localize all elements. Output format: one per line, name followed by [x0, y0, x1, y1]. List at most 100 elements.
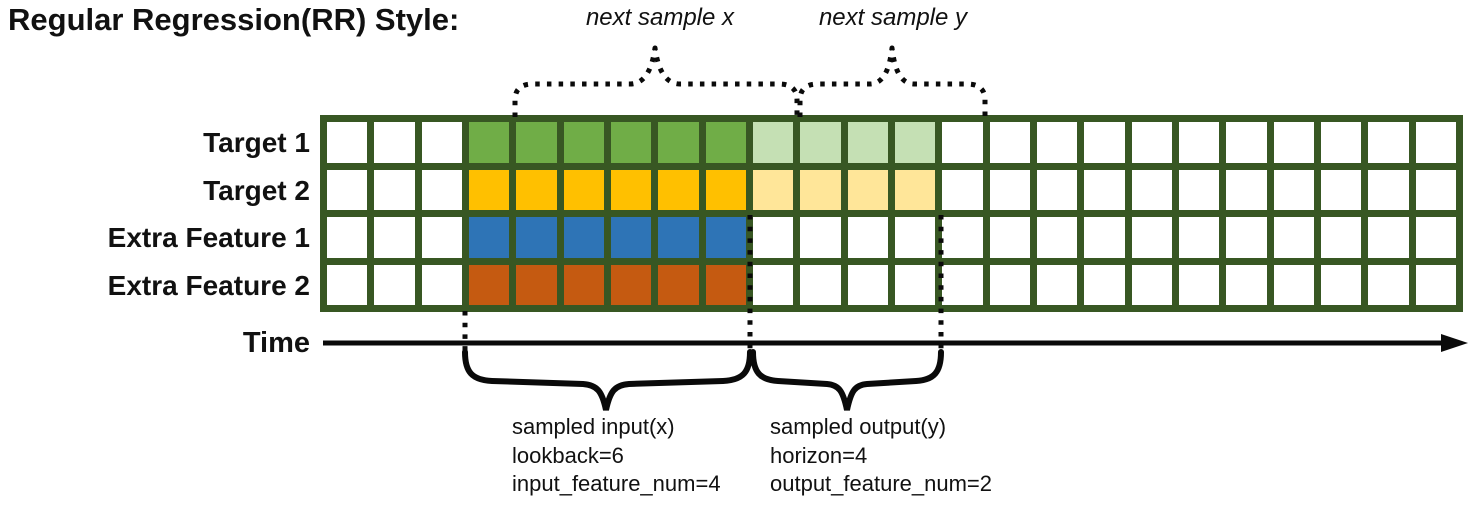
grid-cell — [800, 264, 841, 305]
grid-cell — [563, 264, 604, 305]
grid-cell — [942, 122, 983, 163]
row-label: Target 1 — [203, 127, 310, 158]
grid-cell — [894, 122, 936, 163]
grid-cell — [847, 122, 888, 163]
grid-cell — [1415, 264, 1456, 305]
grid-cell — [752, 264, 794, 305]
grid-cell — [374, 217, 415, 258]
row-label: Extra Feature 1 — [107, 222, 310, 253]
grid-cell — [705, 169, 746, 210]
grid-cell — [1131, 169, 1172, 210]
grid-cell — [563, 169, 604, 210]
grid-cell — [468, 169, 510, 210]
grid-cell — [610, 122, 652, 163]
sampled-output-line: sampled output(y) — [770, 414, 947, 439]
grid-cell — [752, 217, 794, 258]
grid-cell — [1084, 264, 1125, 305]
grid-cell — [1178, 122, 1220, 163]
grid-cell — [1368, 169, 1409, 210]
grid-cell — [658, 169, 699, 210]
grid-cell — [327, 264, 368, 305]
grid-cell — [1084, 169, 1125, 210]
row-label: Target 2 — [203, 174, 310, 206]
grid-cell — [1226, 217, 1267, 258]
grid-cell — [658, 264, 699, 305]
grid-cell — [1273, 264, 1314, 305]
sample-grid — [320, 115, 1463, 312]
sampled-output-annotation: sampled output(y) horizon=4 output_featu… — [770, 413, 992, 499]
grid-cell — [942, 169, 983, 210]
row-labels: Target 1 Target 2 Extra Feature 1 Extra Fea… — [0, 122, 310, 305]
grid-cell — [894, 264, 936, 305]
grid-cell — [516, 169, 557, 210]
grid-cell — [752, 169, 794, 210]
grid-cell — [942, 264, 983, 305]
brace-sampled-input-icon — [462, 349, 753, 411]
grid-cell — [752, 122, 794, 163]
output-feature-num-line: output_feature_num=2 — [770, 471, 993, 496]
grid-cell — [1273, 122, 1314, 163]
dotted-brace-next-x-icon — [512, 45, 800, 117]
grid-cell — [800, 169, 841, 210]
grid-cell — [327, 122, 368, 163]
grid-cell — [1273, 217, 1314, 258]
sampled-input-line: sampled input(x) — [512, 414, 675, 439]
label-next-sample-y: next sample y — [818, 4, 968, 31]
page-title: Regular Regression(RR) Style: — [8, 2, 460, 37]
grid-cell — [705, 264, 746, 305]
grid-cell — [1131, 122, 1172, 163]
grid-cell — [1226, 169, 1267, 210]
grid-cell — [1226, 122, 1267, 163]
grid-cell — [563, 217, 604, 258]
grid-cell — [468, 122, 510, 163]
grid-cell — [705, 122, 746, 163]
grid-cell — [421, 122, 462, 163]
grid-cell — [989, 264, 1030, 305]
grid-cell — [468, 264, 510, 305]
grid-cell — [610, 169, 652, 210]
grid-cell — [989, 169, 1030, 210]
grid-cell — [327, 169, 368, 210]
input-feature-num-line: input_feature_num=4 — [512, 471, 721, 496]
grid-cell — [1131, 264, 1172, 305]
grid-cell — [421, 169, 462, 210]
grid-cell — [989, 122, 1030, 163]
grid-cell — [563, 122, 604, 163]
grid-cell — [942, 217, 983, 258]
grid-cell — [800, 122, 841, 163]
grid-cell — [516, 264, 557, 305]
grid-cell — [658, 217, 699, 258]
grid-cell — [421, 264, 462, 305]
grid-cell — [1273, 169, 1314, 210]
grid-cell — [1131, 217, 1172, 258]
grid-cell — [1368, 264, 1409, 305]
grid-cell — [1415, 217, 1456, 258]
grid-cell — [327, 217, 368, 258]
grid-cell — [374, 122, 415, 163]
grid-cell — [1178, 169, 1220, 210]
grid-cell — [705, 217, 746, 258]
grid-cell — [374, 264, 415, 305]
grid-cell — [847, 264, 888, 305]
grid-cell — [658, 122, 699, 163]
label-next-sample-x: next sample x — [585, 4, 735, 31]
grid-cell — [847, 217, 888, 258]
grid-cell — [1320, 122, 1362, 163]
grid-cell — [1036, 169, 1078, 210]
grid-cell — [516, 217, 557, 258]
brace-sampled-output-icon — [750, 349, 944, 411]
grid-cell — [1178, 217, 1220, 258]
grid-cell — [1368, 122, 1409, 163]
time-axis-label: Time — [242, 327, 310, 359]
grid-cell — [374, 169, 415, 210]
grid-cell — [800, 217, 841, 258]
grid-cell — [894, 169, 936, 210]
grid-cell — [421, 217, 462, 258]
grid-cell — [610, 264, 652, 305]
lookback-line: lookback=6 — [512, 442, 624, 468]
row-label: Extra Feature 2 — [107, 269, 310, 301]
grid-cell — [1178, 264, 1220, 305]
grid-cell — [1036, 264, 1078, 305]
dotted-brace-next-y-icon — [797, 45, 988, 117]
